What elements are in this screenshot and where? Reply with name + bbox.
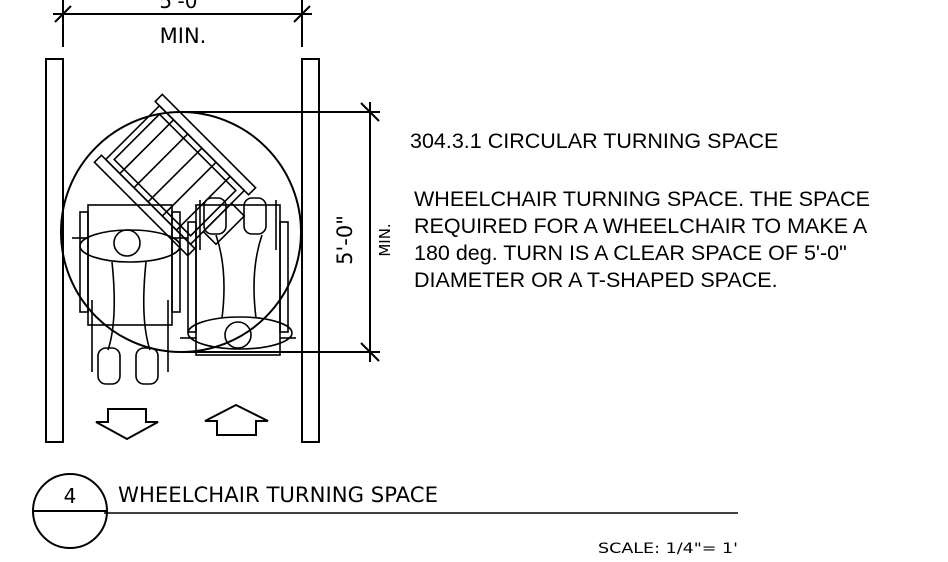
diameter-dimension <box>181 102 380 362</box>
left-wall <box>45 58 64 443</box>
note-line: REQUIRED FOR A WHEELCHAIR TO MAKE A <box>414 214 868 238</box>
note-line: 180 deg. TURN IS A CLEAR SPACE OF 5'-0" <box>414 241 847 265</box>
top-dimension-value: 5'-0" <box>159 0 206 13</box>
note-heading: 304.3.1 CIRCULAR TURNING SPACE <box>410 129 779 153</box>
wheelchair-right-figure <box>180 197 296 356</box>
diameter-value: 5'-0" <box>333 215 357 265</box>
top-dimension <box>53 0 312 47</box>
detail-title: WHEELCHAIR TURNING SPACE <box>118 483 438 507</box>
arrow-up-icon <box>204 403 269 436</box>
note-line: WHEELCHAIR TURNING SPACE. THE SPACE <box>414 187 870 211</box>
detail-scale: SCALE: 1/4"= 1' <box>598 541 738 557</box>
right-wall <box>301 58 320 443</box>
arrow-down-icon <box>95 408 159 441</box>
wheelchair-rotating-figure <box>93 93 257 257</box>
top-dimension-min: MIN. <box>160 24 207 48</box>
note-line: DIAMETER OR A T-SHAPED SPACE. <box>414 268 778 292</box>
wheelchair-left-figure <box>72 204 188 385</box>
detail-number: 4 <box>64 484 77 508</box>
turning-circle <box>60 111 302 353</box>
diameter-min: MIN. <box>376 223 394 256</box>
